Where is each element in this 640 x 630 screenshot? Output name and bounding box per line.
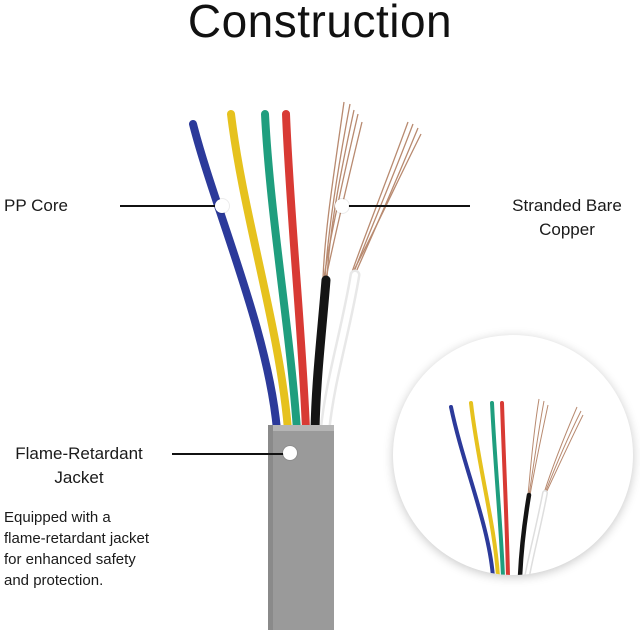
- inset-cable-image: [393, 335, 633, 575]
- red-wire: [282, 110, 310, 434]
- stranded-copper-leader-line: [345, 205, 470, 207]
- jacket-leader-line: [172, 453, 287, 455]
- stranded-copper-marker-dot: [335, 199, 349, 213]
- copper-strands-white-wire: [351, 121, 422, 273]
- pp-core-marker-dot: [215, 199, 229, 213]
- cable-jacket: [268, 425, 334, 630]
- pp-core-label: PP Core: [4, 196, 68, 215]
- black-wire: [310, 275, 331, 435]
- stranded-copper-label-line2: Copper: [539, 220, 595, 239]
- jacket-description: Equipped with a flame-retardant jacket f…: [4, 507, 204, 591]
- jacket-label-line2: Jacket: [54, 468, 104, 487]
- stranded-copper-label-line1: Stranded Bare: [512, 196, 622, 215]
- description-line2: flame-retardant jacket: [4, 530, 150, 547]
- page-title: Construction: [187, 0, 453, 47]
- copper-strands-black-wire: [322, 101, 363, 279]
- jacket-label-line1: Flame-Retardant: [15, 444, 143, 463]
- pp-core-leader-line: [120, 205, 220, 207]
- description-line1: Equipped with a: [4, 509, 111, 526]
- blue-wire: [189, 120, 281, 434]
- green-wire: [261, 110, 301, 434]
- yellow-wire: [227, 110, 292, 434]
- jacket-marker-dot: [283, 446, 297, 460]
- description-line3: for enhanced safety: [4, 551, 136, 568]
- jacket-label: Flame-Retardant Jacket: [0, 442, 158, 490]
- description-line4: and protection.: [4, 572, 104, 589]
- stranded-copper-label: Stranded Bare Copper: [494, 194, 640, 242]
